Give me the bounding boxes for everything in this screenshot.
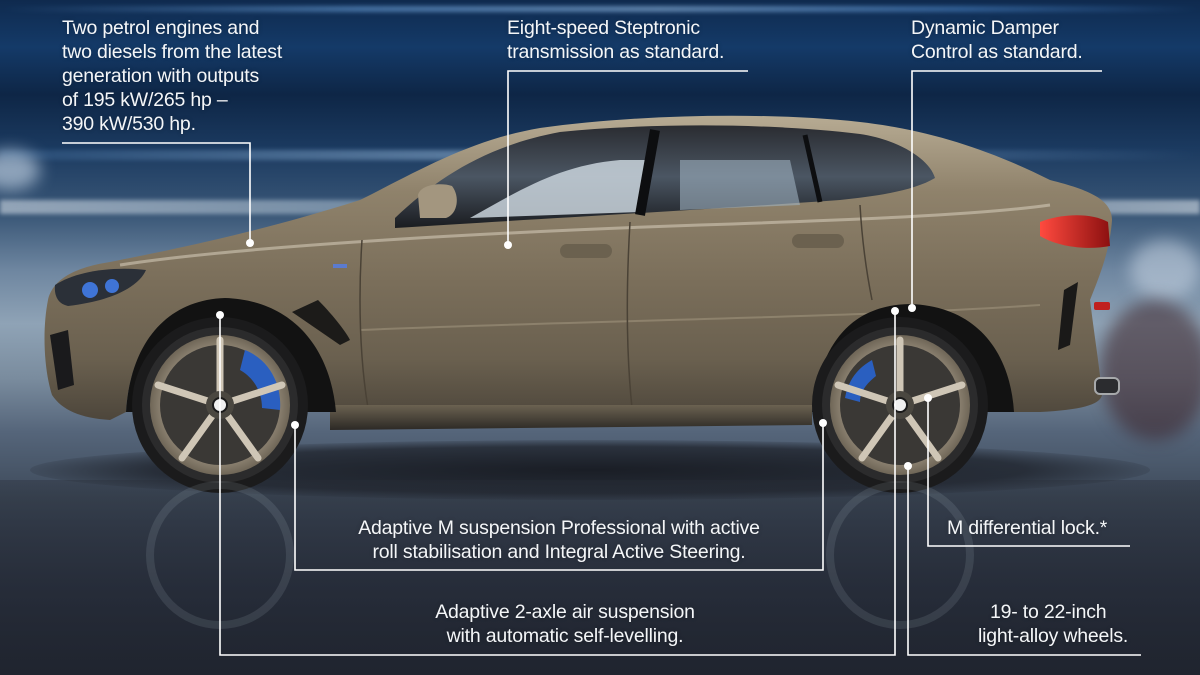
headlight	[54, 268, 147, 306]
bmw-roundel	[892, 397, 908, 413]
callout-line: of 195 kW/265 hp –	[62, 89, 228, 111]
door-handle	[560, 244, 612, 258]
callout-line: Dynamic Damper	[911, 17, 1059, 39]
callout-line: light-alloy wheels.	[978, 625, 1129, 647]
light-streak	[0, 6, 1200, 12]
callout-wheels: 19- to 22-inch light-alloy wheels.	[960, 600, 1170, 648]
callout-line: Adaptive M suspension Professional with …	[358, 517, 760, 539]
bokeh-light	[1130, 240, 1200, 300]
callout-line: Control as standard.	[911, 41, 1083, 63]
callout-line: roll stabilisation and Integral Active S…	[372, 541, 746, 563]
callout-line: Two petrol engines and	[62, 17, 260, 39]
callout-line: Adaptive 2-axle air suspension	[435, 601, 695, 623]
callout-line: with automatic self-levelling.	[446, 625, 684, 647]
callout-diff-lock: M differential lock.*	[947, 516, 1107, 540]
callout-line: 19- to 22-inch	[990, 601, 1107, 623]
bmw-roundel	[212, 397, 228, 413]
callout-air-suspension: Adaptive 2-axle air suspension with auto…	[380, 600, 750, 648]
exhaust	[1094, 377, 1120, 395]
callout-line: Eight-speed Steptronic	[507, 17, 700, 39]
side-mirror	[418, 184, 457, 218]
front-wheel	[132, 317, 308, 493]
callout-line: generation with outputs	[62, 65, 260, 87]
callout-line: M differential lock.*	[947, 517, 1108, 539]
rear-wheel	[812, 317, 988, 493]
callout-m-suspension: Adaptive M suspension Professional with …	[300, 516, 818, 564]
callout-damper: Dynamic Damper Control as standard.	[911, 16, 1083, 64]
callout-line: transmission as standard.	[507, 41, 725, 63]
callout-line: two diesels from the latest	[62, 41, 283, 63]
callout-line: 390 kW/530 hp.	[62, 113, 196, 135]
door-handle	[792, 234, 844, 248]
callout-engines: Two petrol engines and two diesels from …	[62, 16, 282, 136]
m-badge	[333, 264, 347, 268]
callout-transmission: Eight-speed Steptronic transmission as s…	[507, 16, 724, 64]
